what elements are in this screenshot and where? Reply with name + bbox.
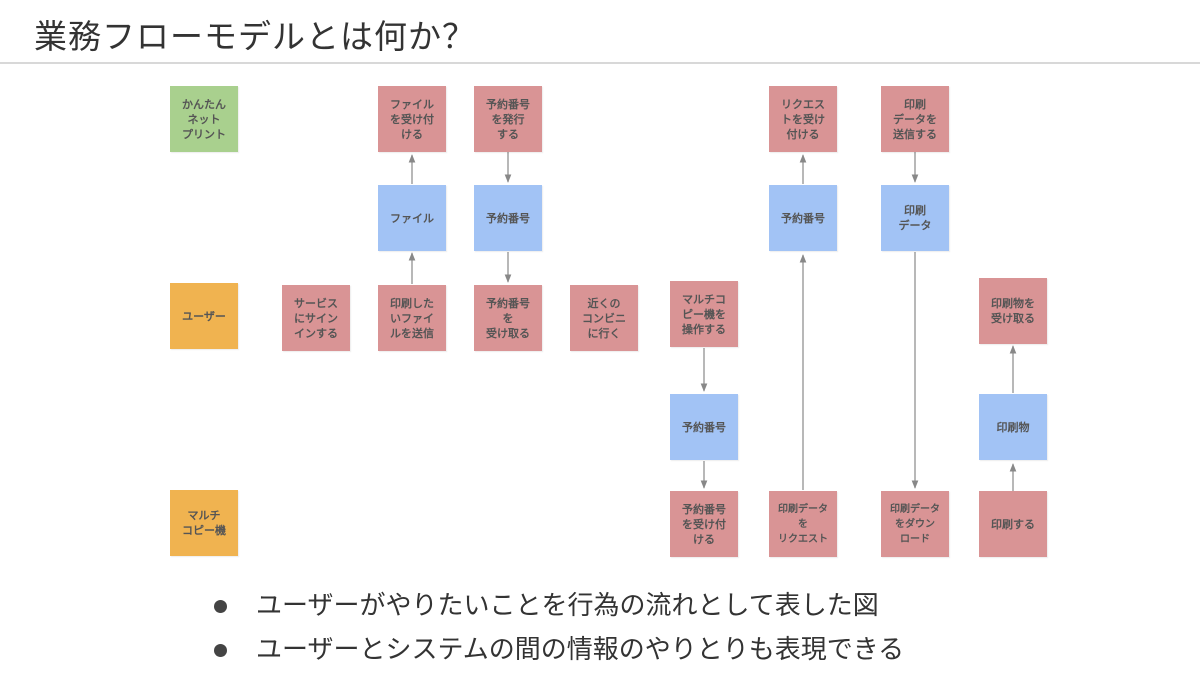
bullet-list: ユーザーがやりたいことを行為の流れとして表した図 ユーザーとシステムの間の情報の… bbox=[214, 584, 904, 672]
node-number-data-2: 予約番号 bbox=[670, 394, 738, 460]
node-number-data-1: 予約番号 bbox=[474, 185, 542, 251]
bullet-item: ユーザーとシステムの間の情報のやりとりも表現できる bbox=[214, 628, 904, 672]
bullet-text: ユーザーとシステムの間の情報のやりとりも表現できる bbox=[256, 635, 905, 665]
bullet-text: ユーザーがやりたいことを行為の流れとして表した図 bbox=[256, 591, 879, 621]
node-send-file: 印刷した いファイ ルを送信 bbox=[378, 285, 446, 351]
node-send-print-data: 印刷 データを 送信する bbox=[881, 86, 949, 152]
node-file-receive: ファイル を受け付 ける bbox=[378, 86, 446, 152]
lane-service: かんたん ネット プリント bbox=[170, 86, 238, 152]
node-sign-in: サービス にサイン インする bbox=[282, 285, 350, 351]
page-title: 業務フローモデルとは何か？ bbox=[34, 17, 476, 56]
node-print-data: 印刷 データ bbox=[881, 185, 949, 251]
node-operate-copier: マルチコ ピー機を 操作する bbox=[670, 281, 738, 347]
node-download-print: 印刷データ をダウン ロード bbox=[881, 491, 949, 557]
bullet-dot-icon bbox=[214, 644, 227, 657]
node-print: 印刷する bbox=[979, 491, 1047, 557]
node-accept-request: リクエス トを受け 付ける bbox=[769, 86, 837, 152]
lane-user: ユーザー bbox=[170, 283, 238, 349]
node-file-data: ファイル bbox=[378, 185, 446, 251]
node-accept-number: 予約番号 を受け付 ける bbox=[670, 491, 738, 557]
node-receive-number: 予約番号 を 受け取る bbox=[474, 285, 542, 351]
title-divider bbox=[0, 62, 1200, 64]
lane-copier: マルチ コピー機 bbox=[170, 490, 238, 556]
node-request-print: 印刷データ を リクエスト bbox=[769, 491, 837, 557]
node-number-data-3: 予約番号 bbox=[769, 185, 837, 251]
node-issue-number: 予約番号 を発行 する bbox=[474, 86, 542, 152]
bullet-dot-icon bbox=[214, 600, 227, 613]
bullet-item: ユーザーがやりたいことを行為の流れとして表した図 bbox=[214, 584, 904, 628]
node-receive-printed: 印刷物を 受け取る bbox=[979, 278, 1047, 344]
node-go-store: 近くの コンビニ に行く bbox=[570, 285, 638, 351]
node-printed-data: 印刷物 bbox=[979, 394, 1047, 460]
